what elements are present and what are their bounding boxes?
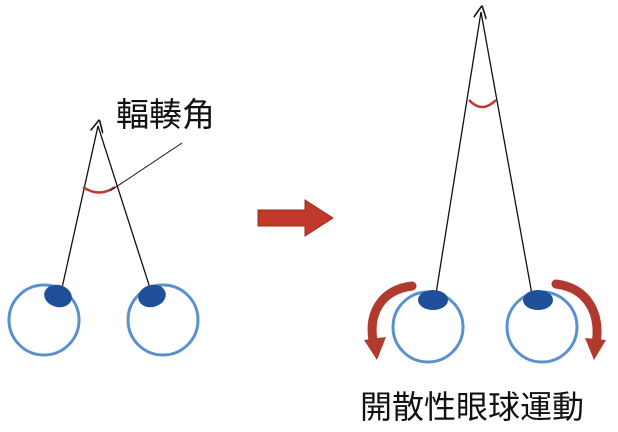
right-eye-sightline — [480, 11, 534, 301]
eyeball — [7, 283, 81, 357]
left-eye-sightline — [61, 126, 98, 289]
pupil — [418, 290, 448, 310]
leader-line — [109, 142, 183, 192]
convergence-angle-arc — [468, 99, 497, 109]
left-eye — [7, 283, 81, 357]
right-arrow-icon — [257, 199, 334, 237]
right-eye — [505, 279, 606, 364]
curved-arrow-icon — [364, 281, 417, 360]
pupil — [523, 290, 553, 310]
right-eye-sightline — [97, 125, 151, 289]
convergence-angle-label: 輻輳角 — [116, 95, 215, 134]
convergence-angle-arc — [82, 185, 116, 194]
right-diagram: 開散性眼球運動 — [360, 12, 606, 426]
curved-arrow-icon — [551, 279, 606, 360]
left-diagram: 輻輳角 — [7, 95, 215, 357]
pupil — [44, 284, 72, 308]
right-eye — [126, 283, 200, 357]
divergence-movement-label: 開散性眼球運動 — [360, 388, 584, 426]
left-eye — [364, 281, 465, 364]
pupil — [138, 284, 166, 308]
eyeball — [126, 283, 200, 357]
left-eye-sightline — [434, 12, 481, 301]
